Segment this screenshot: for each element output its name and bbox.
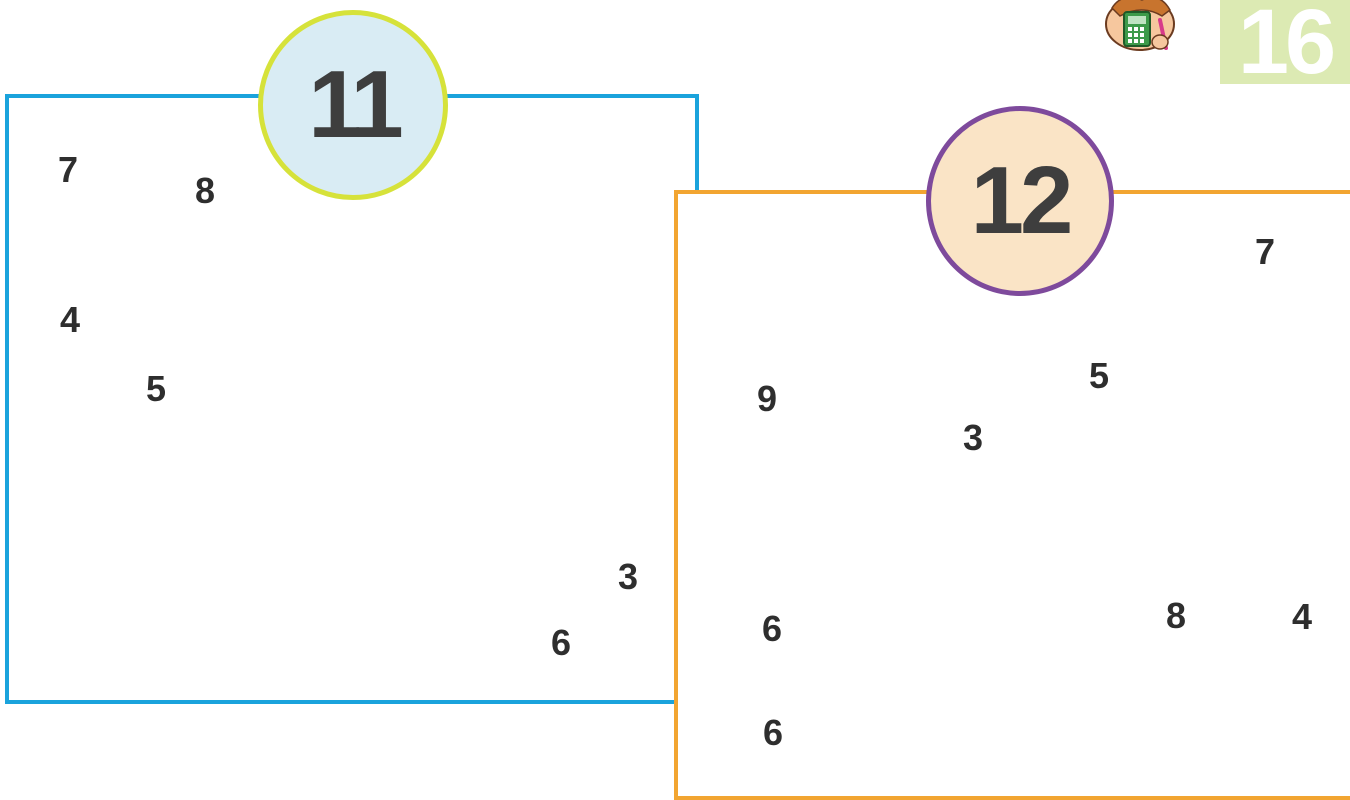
box-11-number: 7 (58, 152, 78, 188)
page-number: 16 (1220, 0, 1350, 84)
box-12-number: 7 (1255, 234, 1275, 270)
box-11-number: 6 (551, 625, 571, 661)
box-11-number: 5 (146, 371, 166, 407)
box-12-number: 9 (757, 381, 777, 417)
box-12-number: 6 (763, 715, 783, 751)
child-with-calculator-icon (1102, 0, 1178, 56)
box-12-number: 4 (1292, 599, 1312, 635)
box-12-number: 8 (1166, 598, 1186, 634)
exercise-11-badge: 11 (258, 10, 448, 200)
box-11-number: 3 (618, 559, 638, 595)
box-12-number: 6 (762, 611, 782, 647)
exercise-12-badge: 12 (926, 106, 1114, 296)
box-12-number: 3 (963, 420, 983, 456)
box-12-number: 5 (1089, 358, 1109, 394)
box-11-number: 4 (60, 302, 80, 338)
box-11-number: 8 (195, 173, 215, 209)
